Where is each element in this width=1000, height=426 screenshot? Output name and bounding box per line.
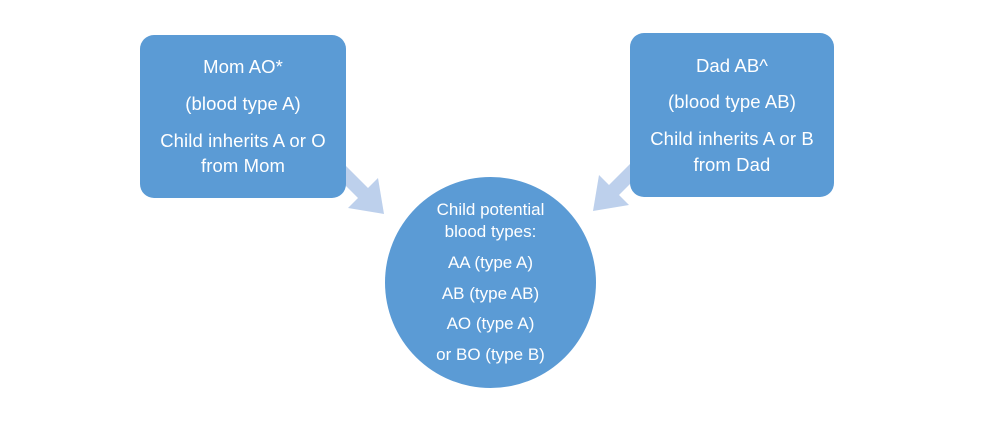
mom-inheritance-text: Child inherits A or O from Mom [160,129,326,177]
dad-blood-type: (blood type AB) [668,91,796,113]
mom-heading: Mom AO* [203,56,283,78]
dad-inheritance-text: Child inherits A or B from Dad [650,128,814,175]
child-outcome-aa: AA (type A) [447,252,534,272]
child-heading-line-2: blood types: [444,222,537,242]
dad-node[interactable]: Dad AB^ (blood type AB) Child inherits A… [630,33,834,197]
mom-node[interactable]: Mom AO* (blood type A) Child inherits A … [140,35,346,198]
child-outcome-ao: AO (type A) [446,314,535,334]
mom-blood-type: (blood type A) [185,92,301,114]
dad-heading: Dad AB^ [695,54,769,76]
child-heading-line-1: Child potential [436,199,545,219]
child-outcome-bo: or BO (type B) [436,344,545,364]
child-outcome-node[interactable]: Child potential blood types: AA (type A)… [385,177,596,388]
child-outcome-ab: AB (type AB) [441,283,540,303]
